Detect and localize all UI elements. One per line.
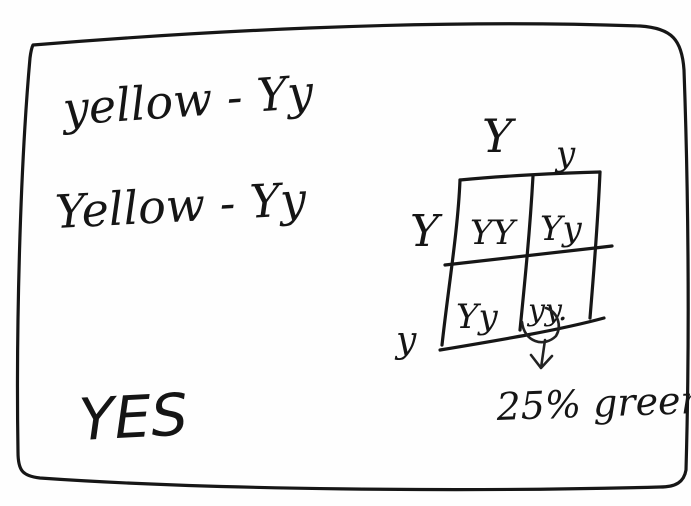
punnett-grid-top — [458, 170, 602, 182]
result-arrow — [529, 338, 554, 370]
yy-circle — [520, 306, 560, 344]
card-border — [15, 22, 690, 492]
answer-yes: YES — [77, 380, 189, 454]
punnett-cell-Yy-bottom: Yy — [456, 297, 498, 337]
punnett-grid-right — [588, 170, 602, 320]
punnett-grid-middle — [443, 244, 614, 267]
punnett-top-allele-2: y — [554, 134, 576, 174]
punnett-square: Y y Y y YY Yy Yy yy. — [394, 109, 614, 370]
punnett-cell-YY: YY — [470, 213, 518, 253]
punnett-side-allele-1: Y — [410, 206, 443, 257]
genotype-line-2: Yellow - Yy — [54, 172, 309, 239]
punnett-cell-yy: yy. — [526, 293, 567, 328]
result-text: 25% green — [495, 378, 691, 429]
punnett-side-allele-2: y — [394, 320, 417, 361]
genotype-line-1: yellow - Yy — [59, 65, 316, 137]
punnett-grid-left — [440, 178, 462, 347]
punnett-cell-Yy-top: Yy — [540, 209, 582, 249]
punnett-top-allele-1: Y — [482, 109, 517, 163]
